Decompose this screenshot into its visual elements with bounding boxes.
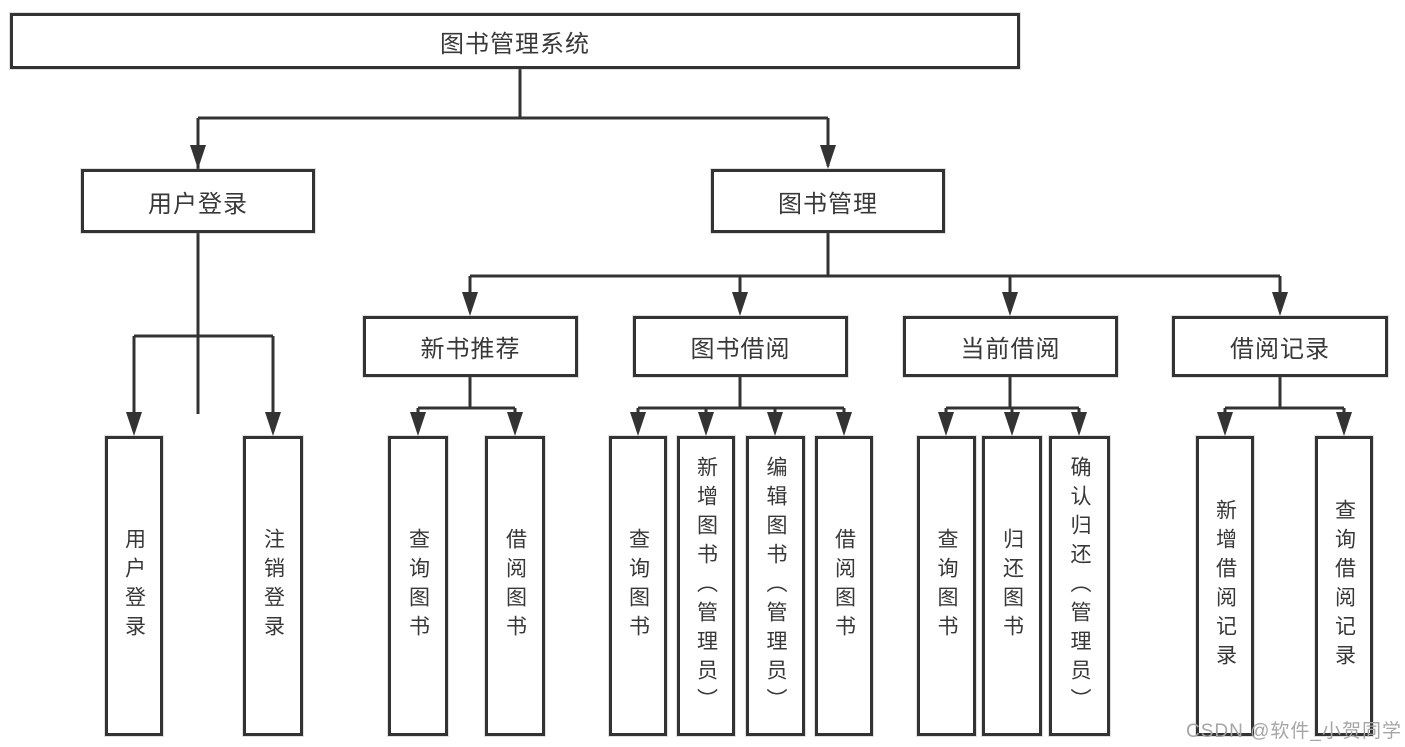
node-label: 当前借阅 (960, 336, 1061, 363)
node-leaf-edit-books-admin: 编辑图书（管理员） (746, 436, 805, 736)
node-label: 新书推荐 (420, 336, 521, 363)
node-box-book-management: 图书管理 (711, 169, 945, 233)
node-leaf-query-books-1: 查询图书 (388, 436, 448, 736)
node-leaf-return-books: 归还图书 (982, 436, 1042, 736)
node-label: 查询借阅记录 (1332, 499, 1356, 673)
connector-user-login-to-leaves (126, 233, 281, 436)
node-label: 查询图书 (406, 528, 430, 644)
node-box-current-borrowing: 当前借阅 (903, 316, 1118, 377)
node-leaf-query-books-2: 查询图书 (609, 436, 667, 736)
node-label: 用户登录 (122, 528, 146, 644)
connector-current-borrow-to-leaves (938, 377, 1087, 436)
node-leaf-add-borrow-record: 新增借阅记录 (1196, 436, 1254, 736)
node-label: 新增借阅记录 (1213, 499, 1237, 673)
node-box-book-borrowing: 图书借阅 (633, 316, 848, 377)
csdn-watermark: CSDN @软件_小贺同学 (1186, 721, 1402, 742)
node-box-new-book-recommend: 新书推荐 (363, 316, 578, 377)
connector-borrow-record-to-leaves (1217, 377, 1352, 436)
connector-new-book-to-leaves (410, 377, 523, 436)
node-box-borrowing-records: 借阅记录 (1172, 316, 1388, 377)
node-leaf-add-books-admin: 新增图书（管理员） (677, 436, 735, 736)
node-box-user-login: 用户登录 (81, 169, 315, 233)
node-leaf-logout: 注销登录 (243, 436, 303, 736)
node-label: 注销登录 (261, 528, 285, 644)
node-label: 用户登录 (148, 190, 248, 218)
node-label: 归还图书 (1000, 528, 1024, 644)
node-label: 图书管理系统 (440, 30, 590, 58)
node-leaf-borrow-books-1: 借阅图书 (485, 436, 545, 736)
connector-book-mgmt-to-level3 (462, 233, 1288, 316)
node-label: 查询图书 (935, 528, 958, 644)
node-leaf-query-borrow-record: 查询借阅记录 (1315, 436, 1373, 736)
connector-root-to-level2 (190, 69, 836, 414)
node-leaf-borrow-books-2: 借阅图书 (815, 436, 873, 736)
node-box-system-root: 图书管理系统 (10, 13, 1020, 69)
node-label: 新增图书（管理员） (694, 455, 718, 717)
node-label: 图书借阅 (690, 336, 791, 363)
node-label: 借阅图书 (503, 528, 527, 644)
node-label: 确认归还（管理员） (1068, 455, 1091, 717)
node-label: 编辑图书（管理员） (764, 455, 787, 717)
node-label: 借阅图书 (832, 528, 856, 644)
node-label: 查询图书 (626, 528, 650, 644)
node-leaf-query-books-3: 查询图书 (917, 436, 976, 736)
node-leaf-user-login: 用户登录 (105, 436, 163, 736)
node-leaf-confirm-return-admin: 确认归还（管理员） (1049, 436, 1110, 736)
node-label: 图书管理 (778, 190, 878, 218)
connector-book-borrow-to-leaves (630, 377, 852, 436)
node-label: 借阅记录 (1230, 336, 1330, 363)
